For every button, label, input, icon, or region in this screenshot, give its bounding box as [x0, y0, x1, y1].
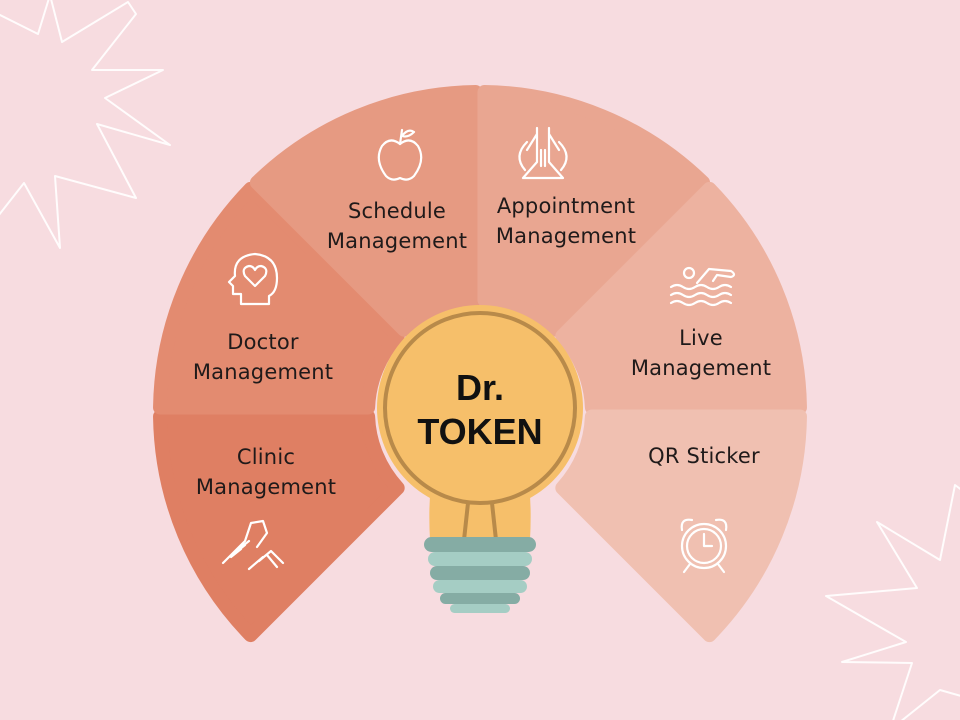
doctor-title-line1: Doctor: [227, 330, 299, 354]
bulb-base-ring-2: [428, 552, 532, 566]
segment-label-clinic: Clinic Management: [196, 442, 336, 502]
segment-label-qr: QR Sticker: [648, 441, 760, 471]
starburst-decoration-bottom-right: [825, 484, 960, 720]
schedule-title-line2: Management: [326, 229, 468, 253]
clinic-title-line1: Clinic: [236, 445, 296, 469]
bulb-base-ring-3: [430, 566, 530, 580]
segment-clinic: [153, 409, 405, 643]
bulb-filament: [462, 502, 498, 541]
swimmer-icon: [669, 266, 736, 307]
appointment-title-line2: Management: [495, 224, 637, 248]
bulb-glass: [377, 305, 583, 511]
appointment-title-line1: Appointment: [496, 194, 636, 218]
segment-label-schedule: Schedule Management: [327, 196, 467, 256]
segment-label-live: Live Management: [631, 323, 771, 383]
segment-live: [555, 181, 807, 415]
clinic-title-line2: Management: [195, 475, 337, 499]
live-title-line1: Live: [679, 326, 723, 350]
bulb-base-ring-5: [440, 593, 520, 604]
bulb-base-tip: [450, 604, 510, 613]
center-title: Dr. TOKEN: [417, 366, 542, 454]
schedule-title-line1: Schedule: [347, 199, 447, 223]
apple-icon: [377, 128, 423, 181]
alarm-clock-icon: [680, 518, 728, 574]
light-bulb-icon: [377, 305, 583, 613]
live-title-line2: Management: [630, 356, 772, 380]
segment-label-appointment: Appointment Management: [496, 191, 636, 251]
starburst-decoration-top-left: [0, 0, 171, 249]
center-title-line1: Dr.: [455, 367, 505, 408]
center-title-line2: TOKEN: [417, 411, 543, 452]
doctor-title-line2: Management: [192, 360, 334, 384]
segment-appointment: [477, 85, 711, 337]
segment-doctor: [153, 181, 405, 415]
bulb-base-ring-1: [424, 537, 536, 552]
head-heart-icon: [227, 252, 279, 306]
praying-hands-icon: [518, 126, 568, 180]
qr-title-line1: QR Sticker: [648, 444, 760, 468]
handshake-icon: [221, 519, 285, 571]
bulb-ring: [383, 311, 577, 505]
segment-label-doctor: Doctor Management: [193, 327, 333, 387]
bulb-base-ring-4: [433, 580, 527, 593]
